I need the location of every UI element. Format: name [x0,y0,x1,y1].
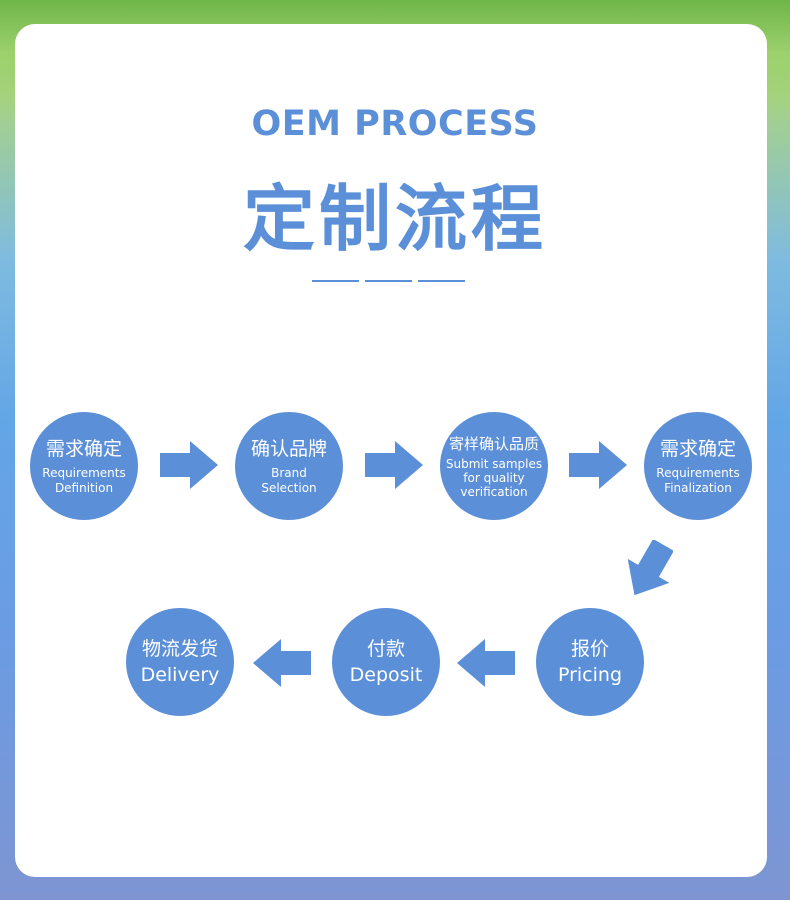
step-requirements-finalization: 需求确定 Requirements Finalization [644,412,752,520]
step-label-en: Requirements Definition [42,465,126,495]
step-label-cn: 需求确定 [659,437,736,460]
page-title-cn: 定制流程 [242,177,547,261]
content-panel [15,24,767,877]
step-requirements-definition: 需求确定 Requirements Definition [30,412,138,520]
step-delivery: 物流发货 Delivery [126,608,234,716]
step-label-cn: 物流发货 [141,638,218,660]
step-label-en: Requirements Finalization [656,465,740,495]
step-label-en: Deposit [349,664,423,686]
title-divider-dash [312,280,359,282]
step-label-en: Pricing [557,664,623,686]
left-arrow-icon [457,639,515,687]
right-arrow-icon [160,441,218,489]
step-label-cn: 确认品牌 [250,437,327,460]
right-arrow-icon [569,441,627,489]
title-divider-dash [365,280,412,282]
right-arrow-icon [365,441,423,489]
page-title-en: OEM PROCESS [251,104,539,144]
step-label-cn: 付款 [366,638,405,660]
step-label-cn: 需求确定 [45,437,122,460]
step-sample-verification: 寄样确认品质 Submit samples for quality verifi… [440,412,548,520]
title-divider-dash [418,280,465,282]
step-label-cn: 报价 [570,638,609,660]
step-label-en: Submit samples for quality verification [445,456,543,499]
step-label-en: Brand Selection [261,465,317,495]
left-arrow-icon [253,639,311,687]
step-label-cn: 寄样确认品质 [448,434,539,453]
step-brand-selection: 确认品牌 Brand Selection [235,412,343,520]
step-label-en: Delivery [140,664,220,686]
step-pricing: 报价 Pricing [536,608,644,716]
down-left-arrow-icon [627,540,673,596]
step-deposit: 付款 Deposit [332,608,440,716]
